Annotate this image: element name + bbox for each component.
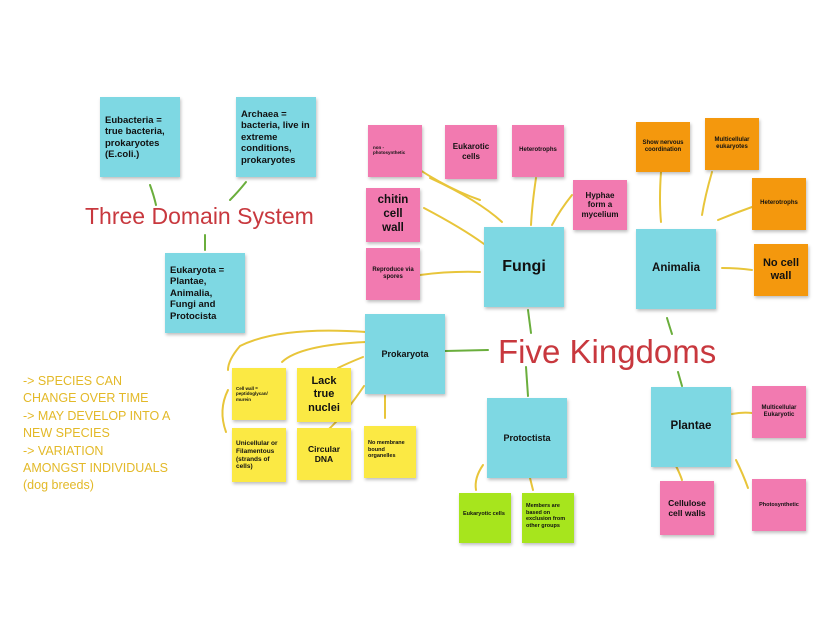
link-prok-unicellular — [281, 341, 367, 363]
nervous-coordination-note[interactable]: Show nervous coordination — [636, 122, 690, 172]
members-exclusion-note[interactable]: Members are based on exclusion from othe… — [522, 493, 574, 543]
multicellular-eukaryotes-note[interactable]: Multicellular eukaryotes — [705, 118, 759, 170]
link-archaea-title — [229, 181, 247, 201]
side-note-line: -> VARIATION — [23, 443, 104, 458]
link-animalia-title — [666, 317, 673, 335]
no-cell-wall-note[interactable]: No cell wall — [754, 244, 808, 296]
link-fungi-hyphae — [551, 194, 573, 226]
link-fungi-chitin — [423, 207, 485, 245]
cellulose-cell-walls-note[interactable]: Cellulose cell walls — [660, 481, 714, 535]
side-notes: -> SPECIES CAN CHANGE OVER TIME -> MAY D… — [23, 373, 170, 495]
side-note-line: -> SPECIES CAN — [23, 374, 122, 388]
no-membrane-organelles-note[interactable]: No membrane bound organelles — [364, 426, 416, 478]
link-plantae-multicellular — [731, 411, 753, 415]
multicellular-eukaryotic-note[interactable]: Multicellular Eukaryotic — [752, 386, 806, 438]
photosynthetic-note[interactable]: Photosynthetic — [752, 479, 806, 531]
circular-dna-note[interactable]: Circular DNA — [297, 428, 351, 480]
cell-wall-peptidoglycan-note[interactable]: Cell wall = peptidoglycan/ murein — [232, 368, 286, 420]
hyphae-mycelium-note[interactable]: Hyphae form a mycelium — [573, 180, 627, 230]
side-note-line: -> MAY DEVELOP INTO A — [23, 408, 171, 423]
link-title-protoctista — [525, 366, 529, 397]
side-note-line: AMONGST INDIVIDUALS — [23, 461, 168, 476]
link-protoctista-eukaryotic — [474, 464, 484, 491]
link-fungi-heterotrophs — [530, 177, 537, 226]
side-note-line: CHANGE OVER TIME — [23, 391, 149, 406]
unicellular-filamentous-note[interactable]: Unicellular or Filamentous (strands of c… — [232, 428, 286, 482]
eukaryotic-cells-note[interactable]: Eukaryotic cells — [459, 493, 511, 543]
five-kingdoms-title: Five Kingdoms — [498, 333, 717, 370]
three-domain-system-title: Three Domain System — [85, 203, 314, 229]
link-prok-lacktrue — [337, 356, 364, 369]
link-fungi-spores — [419, 270, 481, 276]
archaea-note[interactable]: Archaea = bacteria, live in extreme cond… — [236, 97, 316, 177]
link-animalia-nervous — [659, 171, 662, 223]
animalia-heterotrophs-note[interactable]: Heterotrophs — [752, 178, 806, 230]
link-title-plantae — [677, 371, 683, 387]
link-prok-cellwall — [227, 329, 367, 371]
link-plantae-photosynthetic — [735, 459, 749, 489]
link-animalia-nocellwall — [721, 267, 753, 271]
link-eubacteria-title — [149, 184, 157, 206]
link-protoctista-members — [529, 477, 534, 491]
link-prokaryota-title — [444, 349, 489, 352]
link-plantae-cellulose — [675, 465, 683, 481]
lack-true-nuclei-note[interactable]: Lack true nuclei — [297, 368, 351, 422]
non-photosynthetic-note[interactable]: non - photosynthetic — [368, 125, 422, 177]
plantae-note[interactable]: Plantae — [651, 387, 731, 467]
fungi-note[interactable]: Fungi — [484, 227, 564, 307]
animalia-note[interactable]: Animalia — [636, 229, 716, 309]
reproduce-spores-note[interactable]: Reproduce via spores — [366, 248, 420, 300]
chitin-cell-wall-note[interactable]: chitin cell wall — [366, 188, 420, 242]
link-fungi-eukarotic — [429, 177, 503, 223]
side-note-line: (dog breeds) — [23, 478, 94, 493]
link-animalia-heterotrophs — [717, 206, 753, 221]
eubacteria-note[interactable]: Eubacteria = true bacteria, prokaryotes … — [100, 97, 180, 177]
fungi-heterotrophs-note[interactable]: Heterotrophs — [512, 125, 564, 177]
side-note-line: NEW SPECIES — [23, 426, 110, 441]
link-unicellular-curve — [221, 389, 229, 433]
protoctista-note[interactable]: Protoctista — [487, 398, 567, 478]
link-animalia-multicellular — [701, 171, 713, 216]
link-fungi-title — [527, 309, 532, 334]
eukarotic-cells-note[interactable]: Eukarotic cells — [445, 125, 497, 179]
prokaryota-note[interactable]: Prokaryota — [365, 314, 445, 394]
eukaryota-note[interactable]: Eukaryota = Plantae, Animalia, Fungi and… — [165, 253, 245, 333]
